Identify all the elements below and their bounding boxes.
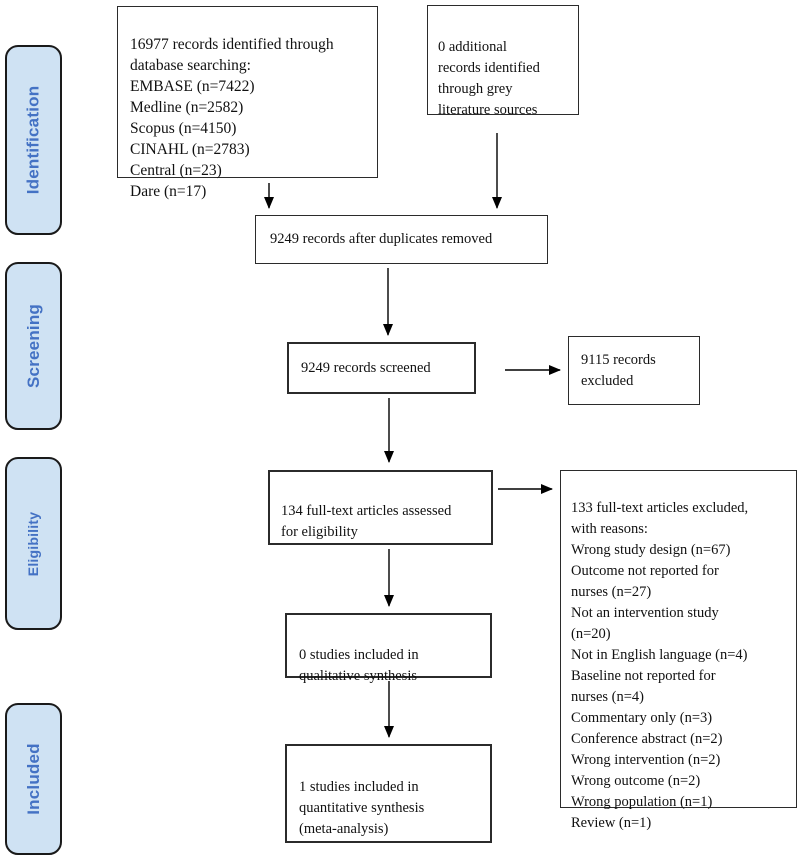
box-text: 1 studies included in quantitative synth… bbox=[299, 779, 425, 837]
box-quantitative-synthesis: 1 studies included in quantitative synth… bbox=[285, 744, 492, 843]
box-text: 0 studies included in qualitative synthe… bbox=[299, 647, 419, 684]
box-records-identified: 16977 records identified through databas… bbox=[117, 6, 378, 200]
box-text: 9249 records screened bbox=[301, 359, 431, 376]
box-records-excluded: 9115 records excluded bbox=[568, 336, 700, 405]
box-text: 16977 records identified through databas… bbox=[130, 36, 334, 200]
stage-included: Included bbox=[5, 703, 62, 855]
stage-label: Screening bbox=[23, 304, 43, 388]
box-text: 133 full-text articles excluded, with re… bbox=[571, 500, 749, 831]
box-qualitative-synthesis: 0 studies included in qualitative synthe… bbox=[285, 613, 492, 684]
stage-label: Included bbox=[23, 743, 43, 815]
box-fulltext-excluded: 133 full-text articles excluded, with re… bbox=[560, 470, 797, 831]
stage-identification: Identification bbox=[5, 45, 62, 235]
box-text: 0 additional records identified through … bbox=[438, 39, 540, 118]
box-duplicates-removed: 9249 records after duplicates removed bbox=[255, 215, 548, 264]
box-records-screened: 9249 records screened bbox=[287, 342, 476, 394]
box-text: 9115 records excluded bbox=[581, 351, 656, 389]
stage-screening: Screening bbox=[5, 262, 62, 430]
stage-label: Eligibility bbox=[25, 511, 42, 576]
box-fulltext-assessed: 134 full-text articles assessed for elig… bbox=[268, 470, 493, 545]
box-grey-literature: 0 additional records identified through … bbox=[427, 5, 579, 118]
stage-label: Identification bbox=[23, 85, 43, 195]
stage-eligibility: Eligibility bbox=[5, 457, 62, 630]
box-text: 134 full-text articles assessed for elig… bbox=[281, 503, 452, 540]
box-text: 9249 records after duplicates removed bbox=[270, 231, 493, 247]
